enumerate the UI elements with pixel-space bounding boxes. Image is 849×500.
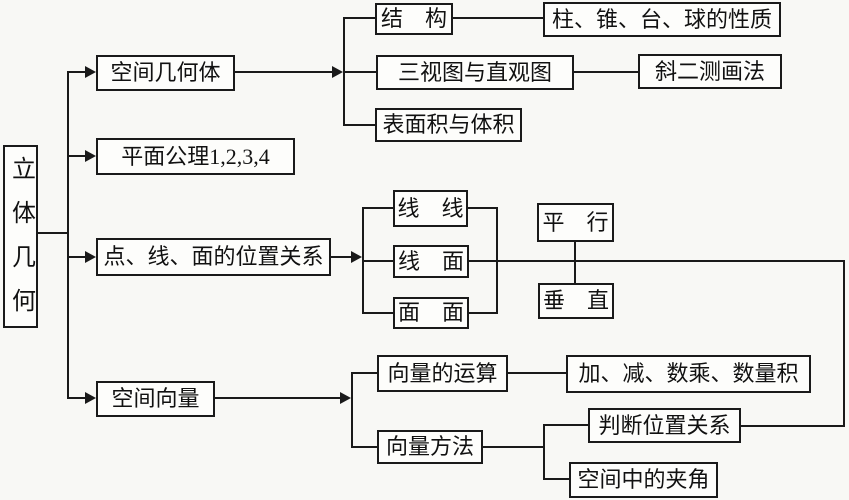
node-vector-methods: 向量方法 [377,430,483,464]
node-space-solids: 空间几何体 [96,55,235,91]
node-structure: 结 构 [375,3,453,35]
connector-line [740,425,845,427]
connector-line [482,446,543,448]
arrowhead-icon [351,251,362,263]
node-line-line: 线 线 [393,190,468,227]
node-line-plane: 线 面 [393,245,469,278]
connector-line [67,71,86,73]
node-oblique-axonometric: 斜二测画法 [638,54,782,89]
connector-line [362,207,393,209]
connector-line [351,372,353,448]
connector-line [843,260,845,427]
connector-line [351,446,377,448]
arrowhead-icon [332,66,343,78]
connector-line [330,256,351,258]
node-space-vectors: 空间向量 [96,381,215,417]
connector-line [351,372,377,374]
connector-line [235,71,332,73]
connector-line [573,71,638,73]
node-point-line-plane-relations: 点、线、面的位置关系 [96,238,331,276]
node-surface-area-volume: 表面积与体积 [375,108,522,142]
connector-line [343,124,375,126]
connector-line [67,256,86,258]
node-three-views: 三视图与直观图 [376,55,574,90]
node-space-angles: 空间中的夹角 [569,462,718,498]
arrowhead-icon [340,392,351,404]
connector-line [38,232,68,234]
node-parallel: 平 行 [537,203,614,242]
connector-line [362,312,393,314]
node-vector-operation-types: 加、减、数乘、数量积 [566,355,811,393]
connector-line [67,397,86,399]
node-perpendicular: 垂 直 [538,283,614,319]
connector-line [214,397,340,399]
node-vector-operations: 向量的运算 [377,355,508,392]
arrowhead-icon [85,251,96,263]
node-plane-plane: 面 面 [393,297,469,329]
node-solid-geometry: 立体几何 [3,145,38,332]
connector-line [67,155,86,157]
connector-line [574,241,576,285]
connector-line [543,424,545,480]
connector-line [468,312,498,314]
connector-line [452,17,543,19]
node-solid-properties: 柱、锥、台、球的性质 [543,2,781,37]
connector-line [468,260,845,262]
connector-line [467,207,498,209]
connector-line [362,260,393,262]
arrowhead-icon [85,66,96,78]
node-judge-position-relations: 判断位置关系 [588,408,741,443]
connector-line [507,372,566,374]
connector-line [343,71,376,73]
connector-line [543,478,569,480]
node-plane-axioms: 平面公理1,2,3,4 [96,138,295,175]
connector-line [543,424,588,426]
connector-line [67,71,69,399]
arrowhead-icon [85,392,96,404]
arrowhead-icon [85,150,96,162]
connector-line [343,17,375,19]
